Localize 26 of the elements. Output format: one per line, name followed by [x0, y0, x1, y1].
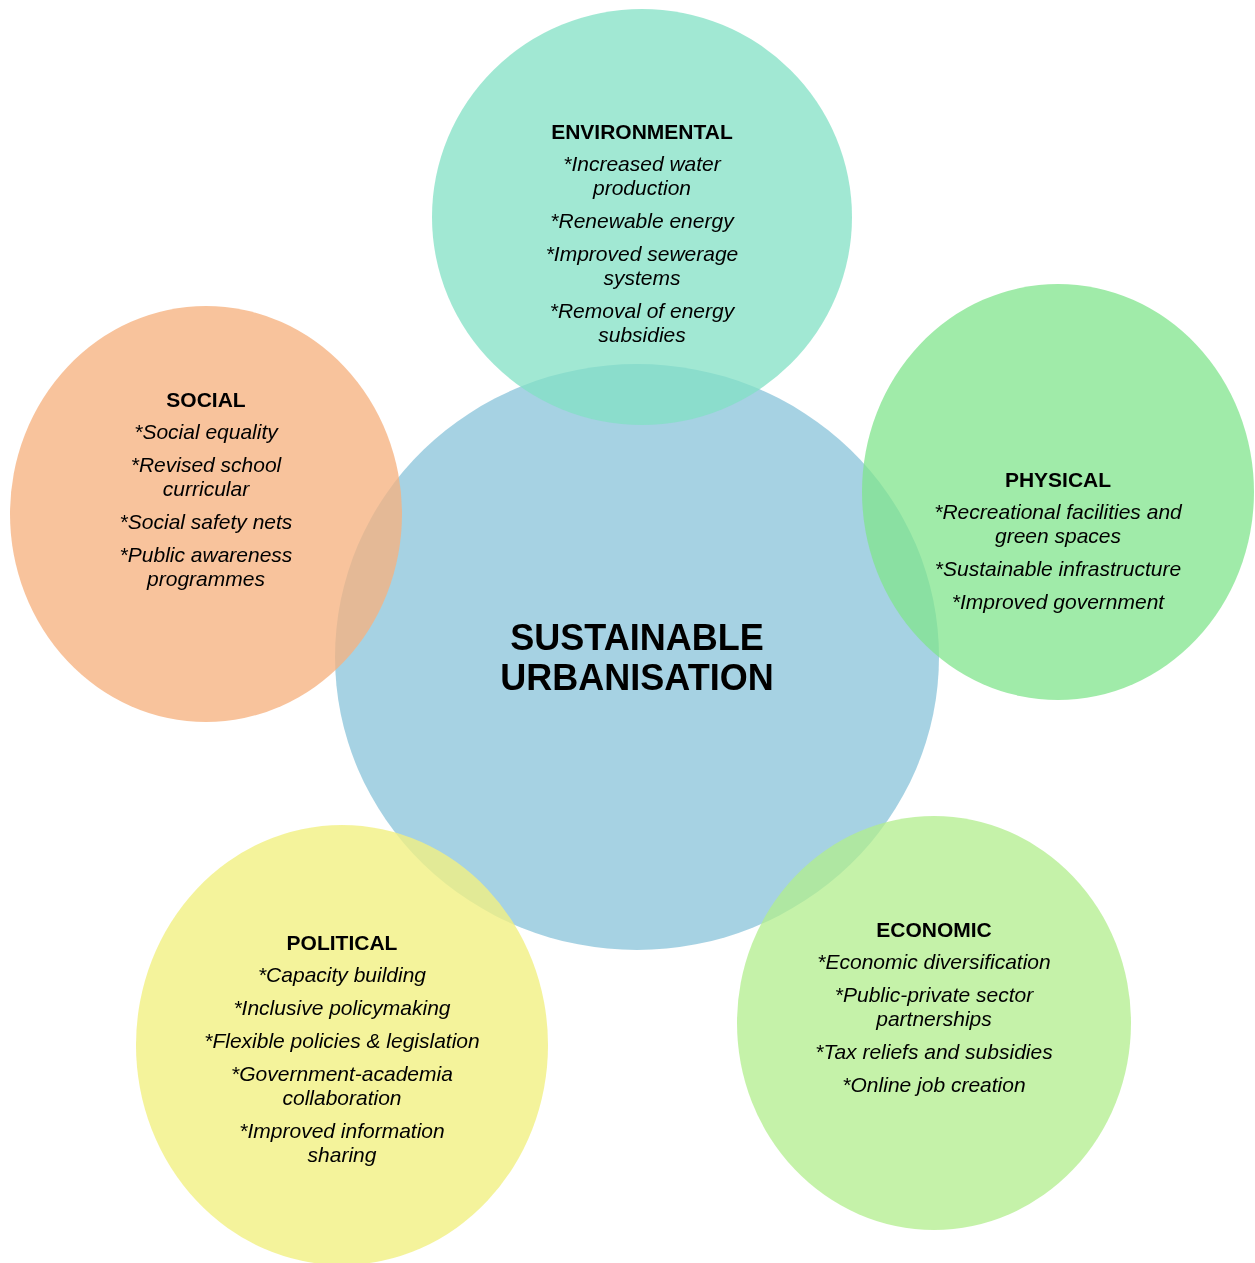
category-item: *Flexible policies & legislation: [204, 1029, 480, 1053]
category-heading: PHYSICAL: [1004, 468, 1112, 492]
category-item: *Renewable energy: [550, 209, 734, 233]
category-item: *Inclusive policymaking: [233, 996, 451, 1020]
category-item: *Social safety nets: [119, 510, 293, 534]
category-item: *Capacity building: [257, 963, 427, 987]
category-item: *Improved government: [951, 590, 1165, 614]
category-item: *Tax reliefs and subsidies: [815, 1040, 1053, 1064]
central-title: SUSTAINABLE URBANISATION: [499, 618, 775, 698]
category-item: *Revised school curricular: [129, 453, 283, 501]
category-item: *Public awareness programmes: [118, 543, 294, 591]
category-item: *Sustainable infrastructure: [934, 557, 1182, 581]
category-item: *Public-private sector partnerships: [833, 983, 1035, 1031]
category-heading: SOCIAL: [166, 388, 246, 412]
category-item: *Removal of energy subsidies: [548, 299, 736, 347]
category-item: *Economic diversification: [817, 950, 1051, 974]
category-item: *Increased water production: [562, 152, 723, 200]
category-heading: ENVIRONMENTAL: [551, 120, 733, 144]
category-item: *Government-academia collaboration: [230, 1062, 454, 1110]
category-item: *Improved information sharing: [238, 1119, 446, 1167]
category-item: *Improved sewerage systems: [544, 242, 740, 290]
category-item: *Social equality: [134, 420, 278, 444]
category-heading: POLITICAL: [286, 931, 398, 955]
category-item: *Recreational facilities and green spaces: [933, 500, 1183, 548]
category-item: *Online job creation: [842, 1073, 1026, 1097]
category-heading: ECONOMIC: [876, 918, 992, 942]
